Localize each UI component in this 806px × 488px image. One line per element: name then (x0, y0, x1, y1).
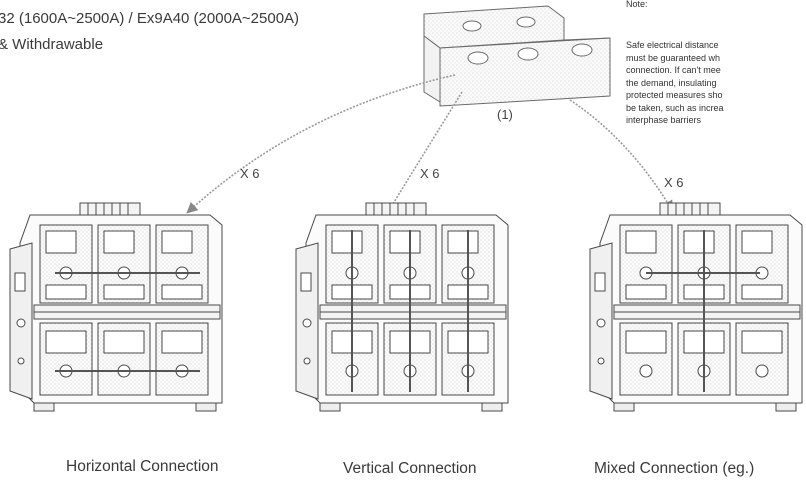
multiplier-mixed: X 6 (664, 175, 684, 190)
note-line: the demand, insulating (626, 77, 717, 88)
multiplier-horizontal: X 6 (240, 166, 260, 181)
header-line-2: & Withdrawable (0, 36, 104, 53)
note-line: be taken, such as increa (626, 102, 724, 113)
caption-horizontal: Horizontal Connection (66, 458, 219, 475)
note-line: must be guaranteed wh (626, 52, 721, 63)
multiplier-vertical: X 6 (420, 166, 440, 181)
arrow-to-mixed (569, 99, 674, 212)
note-line: Safe electrical distance (626, 40, 719, 50)
arrow-to-horizontal (186, 74, 456, 214)
breaker-horizontal-drawing (9, 202, 223, 412)
header-line-1: 32 (1600A~2500A) / Ex9A40 (2000A~2500A) (0, 10, 300, 27)
busbar-part-drawing (423, 5, 611, 107)
caption-mixed: Mixed Connection (eg.) (594, 460, 755, 477)
breaker-mixed-drawing (589, 202, 803, 412)
breaker-vertical-drawing (295, 202, 509, 412)
note-body: Safe electrical distance must be guarant… (626, 39, 806, 127)
note-line: connection. If can't mee (626, 65, 721, 75)
part-label: (1) (497, 107, 513, 122)
caption-vertical: Vertical Connection (343, 460, 477, 477)
note-title: Note: (626, 0, 648, 9)
note-line: interphase barriers (626, 115, 702, 125)
note-line: protected measures sho (626, 90, 723, 100)
